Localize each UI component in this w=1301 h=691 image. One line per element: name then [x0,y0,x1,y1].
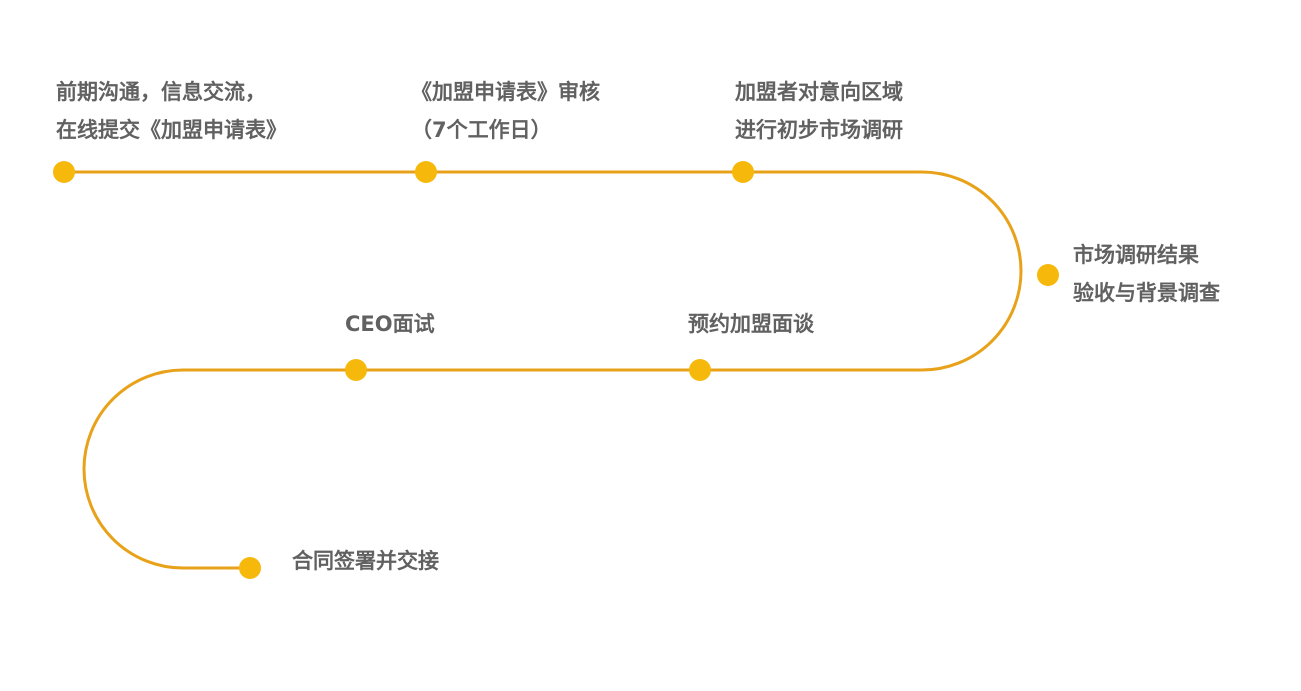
step-1-label: 前期沟通，信息交流， 在线提交《加盟申请表》 [56,73,287,149]
step-4-label: 市场调研结果 验收与背景调查 [1073,236,1220,312]
step-2-label: 《加盟申请表》审核 （7个工作日） [411,73,600,149]
step-2-node [415,161,437,183]
step-2-line-1: 《加盟申请表》审核 [411,80,600,104]
step-1-node [53,161,75,183]
step-3-line-1: 加盟者对意向区域 [735,80,903,104]
step-1-line-1: 前期沟通，信息交流， [56,80,266,104]
step-5-line-1: 预约加盟面谈 [688,312,814,336]
step-3-node [732,161,754,183]
step-7-label: 合同签署并交接 [292,542,439,580]
step-2-line-2: （7个工作日） [411,118,552,142]
step-3-label: 加盟者对意向区域 进行初步市场调研 [735,73,903,149]
step-3-line-2: 进行初步市场调研 [735,118,903,142]
process-path [62,170,1023,570]
step-4-line-2: 验收与背景调查 [1073,281,1220,305]
step-5-label: 预约加盟面谈 [688,305,814,343]
step-7-line-1: 合同签署并交接 [292,549,439,573]
step-6-line-1: CEO面试 [345,312,435,336]
step-4-node [1037,264,1059,286]
step-6-label: CEO面试 [345,305,435,343]
step-4-line-1: 市场调研结果 [1073,243,1199,267]
step-6-node [345,359,367,381]
step-1-line-2: 在线提交《加盟申请表》 [56,118,287,142]
step-5-node [689,359,711,381]
step-7-node [239,557,261,579]
